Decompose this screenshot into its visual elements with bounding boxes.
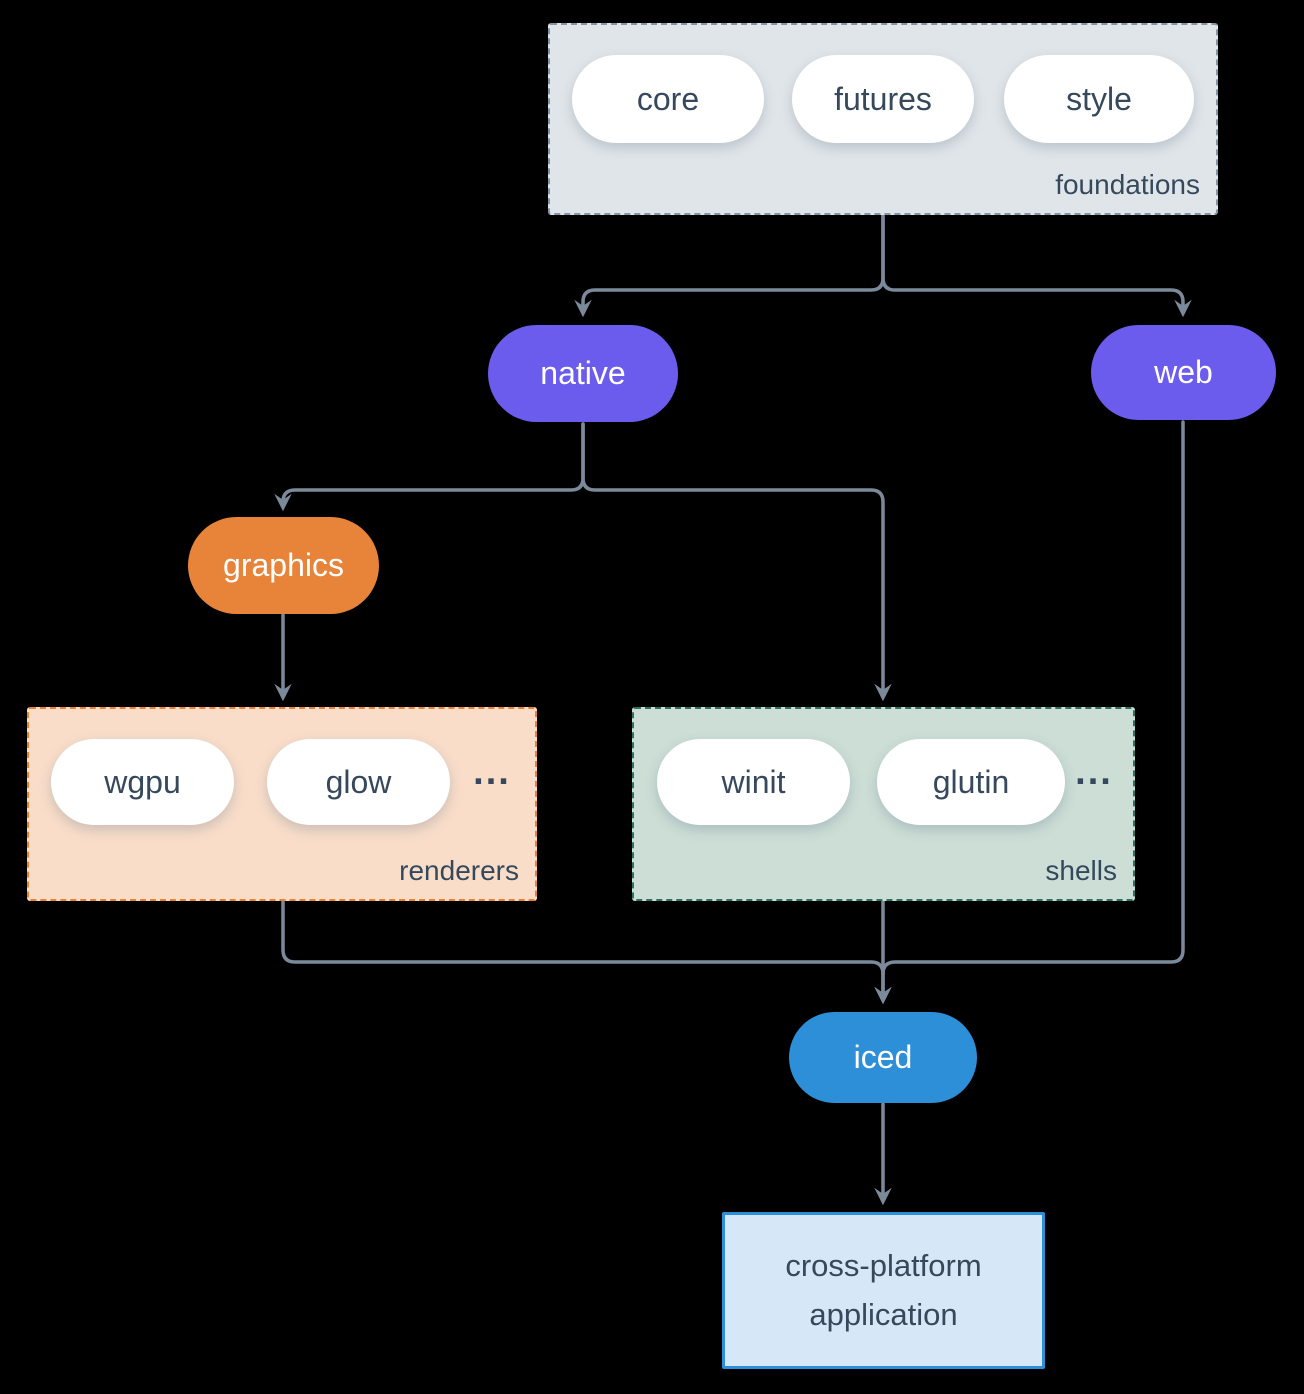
node-graphics: graphics	[188, 517, 379, 614]
shells-ellipsis: ...	[1075, 751, 1113, 793]
node-glow: glow	[267, 739, 450, 825]
foundations-label: foundations	[1055, 169, 1200, 200]
node-native: native	[488, 325, 678, 422]
node-glutin: glutin	[877, 739, 1065, 825]
edge-native-shells	[581, 422, 892, 702]
renderers-label: renderers	[399, 855, 519, 886]
node-core: core	[572, 55, 764, 143]
edge-native-graphics	[274, 422, 585, 512]
edge-renderers-iced	[281, 899, 892, 1005]
node-web: web	[1091, 325, 1276, 420]
node-iced: iced	[789, 1012, 977, 1103]
edge-foundations-web	[881, 213, 1192, 318]
node-futures: futures	[792, 55, 974, 143]
application-box: cross-platform application	[722, 1212, 1045, 1369]
renderers-group: wgpu glow ... renderers	[27, 707, 537, 901]
edge-foundations-native	[574, 213, 885, 318]
shells-group: winit glutin ... shells	[632, 707, 1135, 901]
node-style: style	[1004, 55, 1194, 143]
foundations-group: core futures style foundations	[548, 23, 1218, 215]
renderers-ellipsis: ...	[473, 751, 511, 793]
node-wgpu: wgpu	[51, 739, 234, 825]
node-winit: winit	[657, 739, 850, 825]
shells-label: shells	[1045, 855, 1117, 886]
application-label: cross-platform application	[785, 1248, 982, 1332]
